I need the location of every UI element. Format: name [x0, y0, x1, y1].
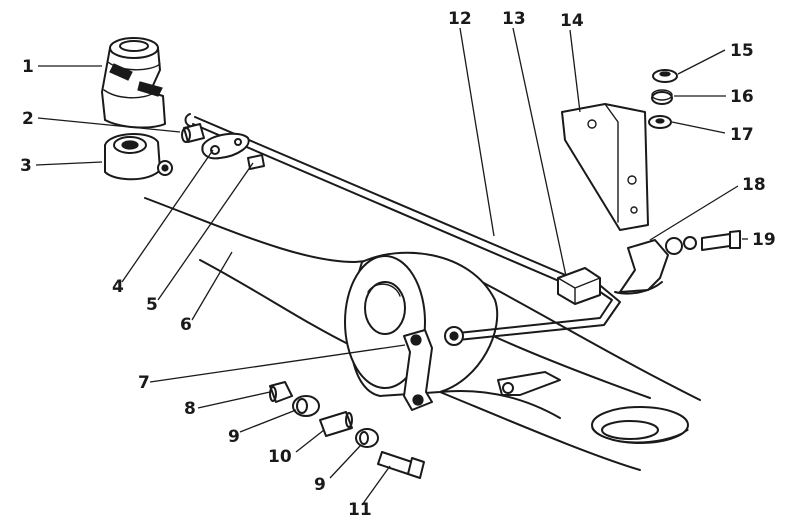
callout-16: 16 [730, 87, 754, 107]
bolt-11 [377, 451, 425, 479]
drum-tab [497, 371, 561, 396]
leader-lines [35, 27, 748, 506]
cap-8 [269, 381, 293, 403]
mount-block [104, 133, 173, 181]
shock-link [403, 329, 433, 411]
callout-9-lower: 9 [314, 475, 326, 495]
callout-17: 17 [730, 125, 754, 145]
mounting-bracket [561, 103, 649, 231]
callout-14: 14 [560, 11, 584, 31]
callout-2: 2 [22, 109, 34, 129]
callout-7: 7 [138, 373, 150, 393]
callout-5: 5 [146, 295, 158, 315]
bushing-9-lower [355, 428, 379, 448]
bushing-block [557, 267, 601, 305]
callout-8: 8 [184, 399, 196, 419]
callout-18: 18 [742, 175, 766, 195]
callout-11: 11 [348, 500, 372, 520]
washer-stack [648, 69, 678, 129]
callout-10: 10 [268, 447, 292, 467]
callout-13: 13 [502, 9, 526, 29]
callout-4: 4 [112, 277, 124, 297]
callout-1: 1 [22, 57, 34, 77]
callout-9-upper: 9 [228, 427, 240, 447]
callout-6: 6 [180, 315, 192, 335]
lower-clamp [614, 230, 741, 295]
callout-12: 12 [448, 9, 472, 29]
valve-assembly [101, 37, 166, 129]
spring-seat [591, 406, 689, 444]
flange-plate [201, 132, 250, 160]
callout-3: 3 [20, 156, 32, 176]
callout-labels: 1 2 3 4 5 6 7 8 9 9 10 11 12 13 14 15 16… [20, 9, 776, 520]
pin-10 [319, 411, 353, 437]
brake-drum [344, 251, 499, 397]
stabilizer-bar [184, 113, 571, 285]
callout-15: 15 [730, 41, 754, 61]
callout-19: 19 [752, 230, 776, 250]
bushing-9-upper [292, 395, 320, 417]
fitting-2 [181, 123, 205, 143]
